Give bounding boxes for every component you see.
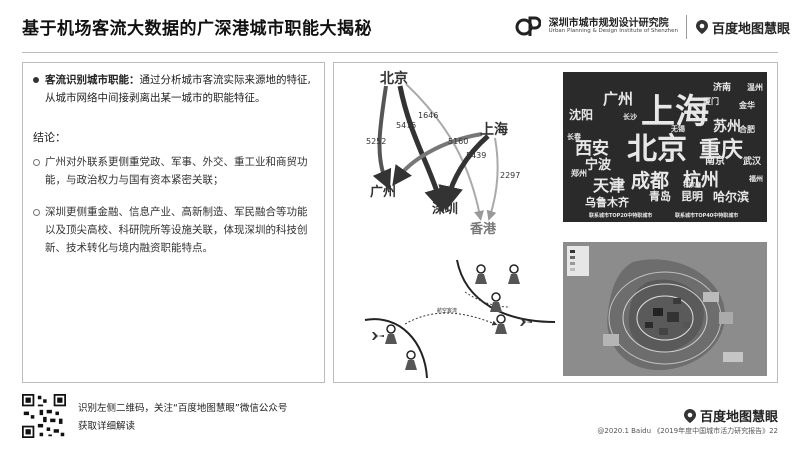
air-flow-arrow [404, 312, 498, 326]
cloud-word: 无锡 [671, 125, 685, 133]
city-label-beijing: 北京 [380, 70, 408, 87]
catchment-arc-lower [364, 318, 428, 378]
city-word-cloud: 上海 北京 重庆 成都 天津 杭州 西安 广州 宁波 苏州 沈阳 南京 青岛 昆… [563, 72, 767, 222]
flow-beijing-hongkong [405, 83, 484, 221]
institute-name: 深圳市城市规划设计研究院 Urban Planning & Design Ins… [548, 17, 678, 35]
flow-diagram: 北京 上海 广州 深圳 香港 5252 5475 1646 5160 5439 … [366, 70, 520, 237]
map-pin-icon [695, 20, 708, 34]
cloud-word: 昆明 [681, 190, 703, 203]
main-bullet-text: 通过分析城市客流实际来源地的特征, 从城市网络中间接剥离出某一城市的职能特征。 [45, 74, 311, 104]
cloud-word: 温州 [747, 83, 763, 92]
cloud-word: 厦门 [703, 97, 719, 106]
conclusion-bullet-shenzhen: 深圳更侧重金融、信息产业、高新制造、军民融合等功能以及顶尖高校、科研院所等设施关… [33, 203, 314, 257]
city-heat-map [563, 242, 767, 376]
qr-instruction-line-2: 获取详细解读 [78, 421, 136, 432]
flow-shanghai-hongkong [486, 137, 499, 221]
conclusion-label: 结论： [33, 131, 66, 144]
institute-logo-icon [515, 16, 541, 36]
map-pin-icon [683, 408, 696, 423]
cloud-word: 合肥 [739, 125, 755, 134]
catchment-arc-upper [456, 259, 556, 323]
cloud-word: 武汉 [743, 157, 762, 167]
brand-name: 百度地图慧眼 [711, 21, 790, 37]
footer-brand-name: 百度地图慧眼 [699, 410, 778, 425]
cloud-word: 福州 [749, 175, 763, 183]
text-panel: 客流识别城市职能：通过分析城市客流实际来源地的特征, 从城市网络中间接剥离出某一… [22, 62, 325, 383]
flow-beijing-guangzhou [372, 85, 392, 191]
city-label-shanghai: 上海 [480, 121, 508, 138]
flow-value-1646: 1646 [418, 111, 438, 120]
cloud-word: 重庆 [699, 138, 744, 163]
qr-code[interactable] [22, 394, 66, 438]
traveler-icon [475, 264, 487, 284]
title-divider [22, 52, 778, 53]
logo-divider [685, 15, 687, 39]
catchment-arc-dotted [464, 291, 511, 308]
cloud-word: 南京 [705, 156, 725, 167]
brand-logo: 百度地图慧眼 [695, 18, 790, 37]
qr-instruction-line-1: 识别左侧二维码，关注“百度地图慧眼”微信公众号 [78, 403, 288, 414]
airplane-icon [365, 332, 384, 340]
flow-value-5439: 5439 [466, 151, 486, 160]
cloud-word: 乌鲁木齐 [585, 196, 629, 209]
traveler-icon [508, 264, 520, 284]
cloud-word: 金华 [739, 101, 755, 110]
cloud-word: 南昌 [611, 182, 624, 189]
cloud-word: 青岛 [649, 190, 671, 203]
flow-value-5475: 5475 [396, 121, 416, 130]
cloud-word: 郑州 [571, 169, 587, 178]
footer-brand-logo: 百度地图慧眼 [683, 406, 778, 425]
traveler-icon [495, 314, 507, 334]
cloud-word: 成都 [631, 170, 670, 192]
flow-beijing-shenzhen [397, 85, 449, 214]
cloud-word: 上海 [641, 92, 709, 132]
traveler-icon [405, 350, 417, 370]
institute-name-cn: 深圳市城市规划设计研究院 [548, 17, 669, 29]
cloud-word: 西安 [575, 139, 609, 159]
cloud-word: 长春 [567, 133, 581, 141]
traveler-icon [385, 324, 397, 344]
main-bullet: 客流识别城市职能：通过分析城市客流实际来源地的特征, 从城市网络中间接剥离出某一… [33, 71, 314, 107]
qr-instructions: 识别左侧二维码，关注“百度地图慧眼”微信公众号 获取详细解读 [78, 400, 287, 436]
institute-name-en: Urban Planning & Design Institute of She… [548, 28, 678, 35]
air-flow-label: 航空客流 [437, 307, 457, 314]
cloud-word: 石家庄 [683, 182, 702, 189]
footer-copyright: @2020.1 Baidu 《2019年度中国城市活力研究报告》22 [597, 427, 778, 435]
traveler-icon [490, 292, 502, 312]
city-label-guangzhou: 广州 [370, 184, 396, 200]
flow-value-5160: 5160 [448, 137, 468, 146]
airplane-icon [513, 318, 532, 326]
flow-value-2297: 2297 [500, 171, 520, 180]
flow-value-5252: 5252 [366, 137, 386, 146]
header-logos: 深圳市城市规划设计研究院 Urban Planning & Design Ins… [515, 12, 790, 42]
cloud-word: 北京 [627, 132, 687, 167]
cloud-word: 苏州 [713, 119, 741, 135]
cloud-word: 杭州 [683, 170, 719, 191]
cloud-word: 济南 [713, 83, 732, 93]
cloud-word: 天津 [593, 176, 626, 195]
page-title: 基于机场客流大数据的广深港城市职能大揭秘 [22, 19, 372, 39]
cloud-word: 沈阳 [569, 108, 594, 122]
main-bullet-heading: 客流识别城市职能： [45, 74, 140, 86]
cloud-word: 哈尔滨 [713, 190, 750, 204]
city-label-shenzhen: 深圳 [432, 201, 458, 217]
figure-panel [333, 62, 778, 383]
city-label-hongkong: 香港 [469, 221, 497, 237]
cloud-word: 广州 [603, 90, 634, 108]
cloud-word: 长沙 [623, 113, 637, 121]
conclusion-bullet-guangzhou: 广州对外联系更侧重党政、军事、外交、重工业和商贸功能，与政治权力与国有资本紧密关… [33, 153, 314, 189]
flow-shanghai-shenzhen [438, 134, 490, 212]
cloud-caption-top20: 联系城市TOP20中特职城市 [589, 213, 653, 219]
flow-shanghai-guangzhou [392, 132, 483, 187]
cloud-word: 宁波 [585, 158, 612, 173]
airport-schematic: 航空客流 [364, 259, 556, 378]
cloud-caption-top40: 联系城市TOP40中特职城市 [675, 213, 739, 219]
